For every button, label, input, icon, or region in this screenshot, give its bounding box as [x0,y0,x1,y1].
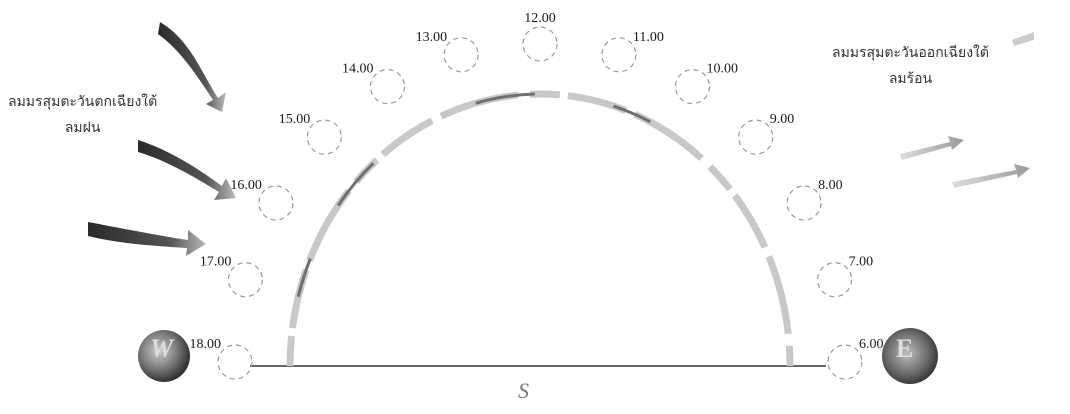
wind-arrow-icon [952,164,1030,188]
east-mark: E [896,334,914,363]
hour-label: 14.00 [342,62,374,77]
right-wind-note: ลมมรสุมตะวันออกเฉียงใต้ ลมร้อน [832,46,989,88]
hour-position-circle [786,185,822,221]
right-note-line1: ลมมรสุมตะวันออกเฉียงใต้ [832,46,989,61]
hour-label: 16.00 [230,178,262,193]
hour-position-circle [601,37,637,73]
hour-label: 7.00 [849,255,874,270]
wind-arrow-icon [158,22,226,112]
sun-path-arc [286,90,794,367]
hour-label: 15.00 [279,112,311,127]
hour-position-circle [227,262,263,298]
hour-position-circle [816,262,853,298]
west-mark: W [150,334,174,363]
hour-circles [217,26,863,380]
hour-label: 13.00 [416,30,448,45]
wind-arrow-icon [900,136,964,160]
hour-label: 8.00 [818,178,843,193]
hour-label: 9.00 [770,112,795,127]
hour-position-circle [217,344,253,380]
east-ball [882,328,938,384]
hour-label: 12.00 [524,11,556,26]
sun-path-arc-shade [288,92,792,367]
wind-arrow-icon [138,140,236,200]
hour-label: 10.00 [707,62,739,77]
left-note-line1: ลมมรสุมตะวันตกเฉียงใต้ [8,95,158,110]
left-wind-arrows [88,22,236,256]
hour-position-circle [369,68,406,105]
hour-label: 6.00 [859,337,884,352]
right-wind-arrows [900,32,1034,188]
hour-position-circle [522,26,558,62]
hour-position-circle [306,119,342,155]
hour-position-circle [674,68,711,105]
wind-arrow-icon [1012,32,1034,46]
hour-label: 18.00 [190,337,222,352]
right-note-line2: ลมร้อน [888,72,933,87]
left-note-line2: ลมฝน [64,121,101,136]
wind-arrow-icon [88,222,206,256]
west-ball [138,330,190,382]
hour-position-circle [738,119,774,155]
hour-position-circle [443,37,479,73]
south-mark: S [518,378,529,403]
hour-position-circle [258,185,294,221]
hour-labels: 6.00 7.00 8.00 9.00 10.00 11.00 12.00 13.00 14.0… [190,11,884,352]
hour-position-circle [827,344,863,380]
hour-label: 17.00 [200,255,232,270]
hour-label: 11.00 [633,30,664,45]
left-wind-note: ลมมรสุมตะวันตกเฉียงใต้ ลมฝน [8,95,157,137]
